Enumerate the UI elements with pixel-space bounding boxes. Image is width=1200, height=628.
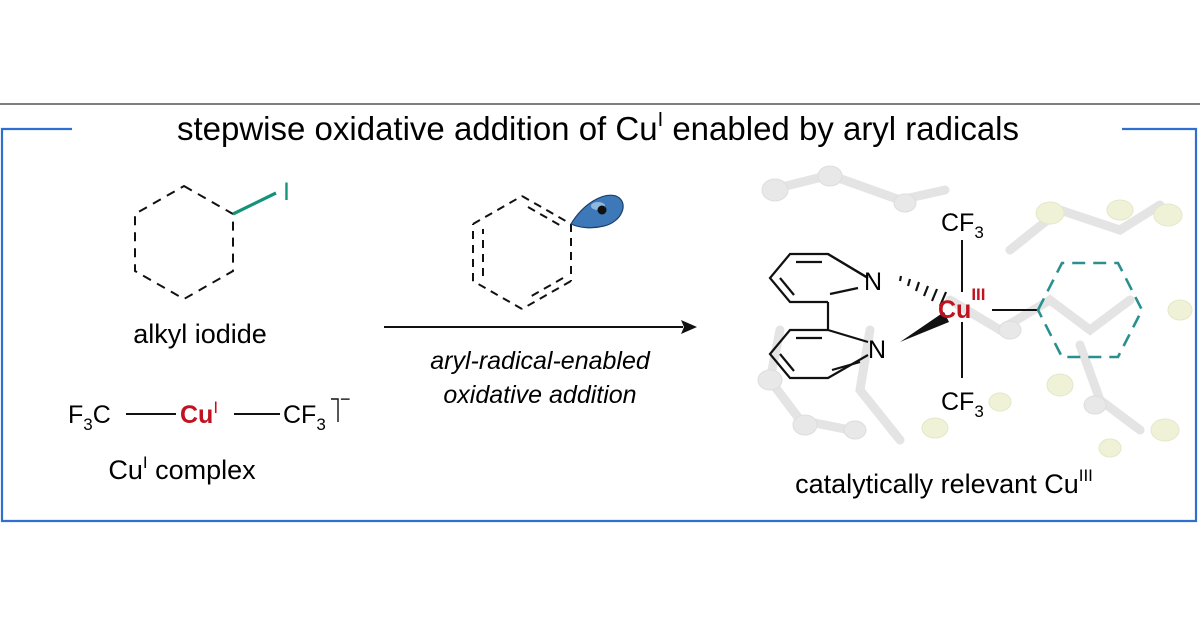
cf3-bottom: CF3 [941,388,984,421]
cu1-complex-label: CuI complex [108,453,256,485]
anion-bracket [331,398,339,422]
product-label: catalytically relevant CuIII [795,466,1093,499]
radical-orbital [570,194,624,229]
arrow-label-line2: oxidative addition [443,381,636,409]
svg-text:stepwise oxidative addition of: stepwise oxidative addition of CuI enabl… [177,109,1019,147]
anion-charge: − [340,389,351,409]
cyclohexyl-iodide: I [134,178,290,301]
solid-wedge-bond [900,312,949,342]
cyclohexyl-ring-teal [1036,261,1144,359]
frame-left [0,127,1198,523]
svg-text:CuI: CuI [180,398,218,429]
hashed-wedge-bond [898,275,948,307]
svg-text:CF3: CF3 [283,401,326,434]
svg-text:F3C: F3C [68,401,111,434]
arrow-label-line1: aryl-radical-enabled [430,347,651,375]
alkyl-iodide-label: alkyl iodide [133,319,267,349]
aryl-radical [472,194,624,310]
reaction-arrow [384,320,697,334]
iodine-atom: I [283,178,290,206]
nitrogen-bottom: N [868,336,886,364]
cf3-top: CF3 [941,209,984,242]
title-suffix: enabled by aryl radicals [663,110,1019,147]
cu1-complex: F3C CuI CF3 − [68,389,351,434]
title: stepwise oxidative addition of CuI enabl… [177,109,1019,147]
cu3-metal: CuIII [938,285,986,324]
title-prefix: stepwise oxidative addition of Cu [177,110,658,147]
bipyridine-ligand [768,252,869,380]
title-superscript: I [658,109,664,131]
crystal-structure-ghost [757,165,1193,458]
radical-dot [597,205,607,215]
cyclohexane-ring [134,184,234,301]
nitrogen-top: N [864,268,882,296]
c-i-bond [232,191,277,216]
